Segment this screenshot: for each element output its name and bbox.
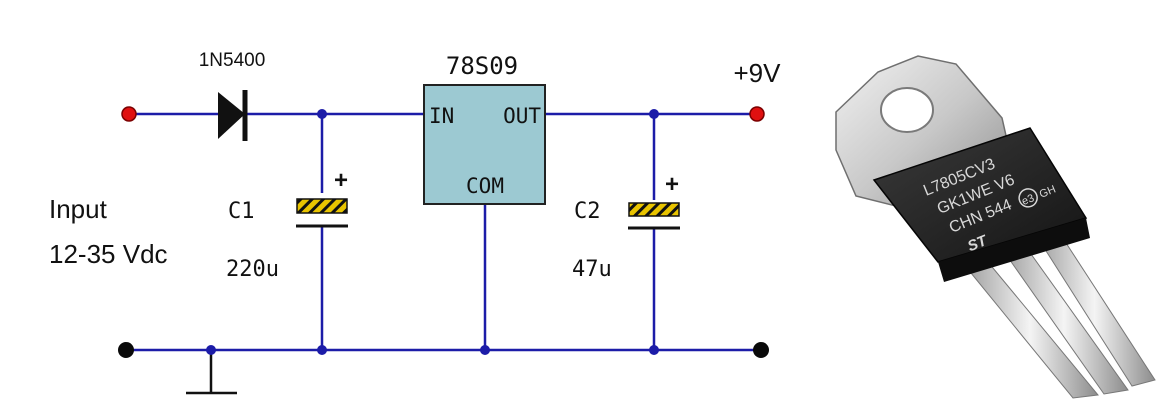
c2-name: C2 bbox=[574, 199, 601, 224]
junction-c2-bottom bbox=[649, 345, 659, 355]
diode-symbol bbox=[218, 90, 248, 141]
input-positive-terminal bbox=[121, 106, 137, 122]
regulator-e3-circle bbox=[1018, 188, 1038, 208]
junction-ground-left bbox=[206, 345, 216, 355]
c2-polarity: + bbox=[665, 171, 679, 198]
regulator-box bbox=[423, 84, 546, 205]
output-positive-terminal bbox=[749, 106, 765, 122]
c1-name: C1 bbox=[228, 199, 255, 224]
diode-label: 1N5400 bbox=[199, 50, 266, 71]
input-voltage-range: 12-35 Vdc bbox=[49, 239, 168, 269]
c1-polarity: + bbox=[334, 167, 348, 194]
output-ground-terminal bbox=[753, 342, 769, 358]
input-ground-terminal bbox=[118, 342, 134, 358]
junction-com-bottom bbox=[480, 345, 490, 355]
capacitor-c1: + bbox=[296, 167, 348, 228]
c2-value: 47u bbox=[572, 257, 612, 282]
regulator-marking-gh: GH bbox=[1038, 183, 1058, 200]
junction-c2-top bbox=[649, 109, 659, 119]
output-voltage-label: +9V bbox=[734, 58, 782, 88]
capacitor-c2: + bbox=[628, 171, 680, 230]
junction-c1-top bbox=[317, 109, 327, 119]
regulator-pin-com: COM bbox=[466, 174, 504, 198]
st-logo: ST bbox=[965, 232, 991, 256]
regulator-pin-out: OUT bbox=[503, 104, 541, 128]
regulator-photo: L7805CV3 GK1WE V6 CHN 544 e3 GH ST bbox=[835, 55, 1156, 399]
regulator-marking-e3: e3 bbox=[1020, 192, 1036, 208]
regulator-label: 78S09 bbox=[446, 52, 518, 80]
c1-value: 220u bbox=[226, 257, 279, 282]
input-label: Input bbox=[49, 194, 108, 224]
junction-dots bbox=[206, 109, 659, 355]
junction-c1-bottom bbox=[317, 345, 327, 355]
regulator-mounting-hole bbox=[880, 87, 934, 133]
ground-symbol bbox=[186, 350, 237, 395]
regulator-pin-in: IN bbox=[429, 104, 454, 128]
